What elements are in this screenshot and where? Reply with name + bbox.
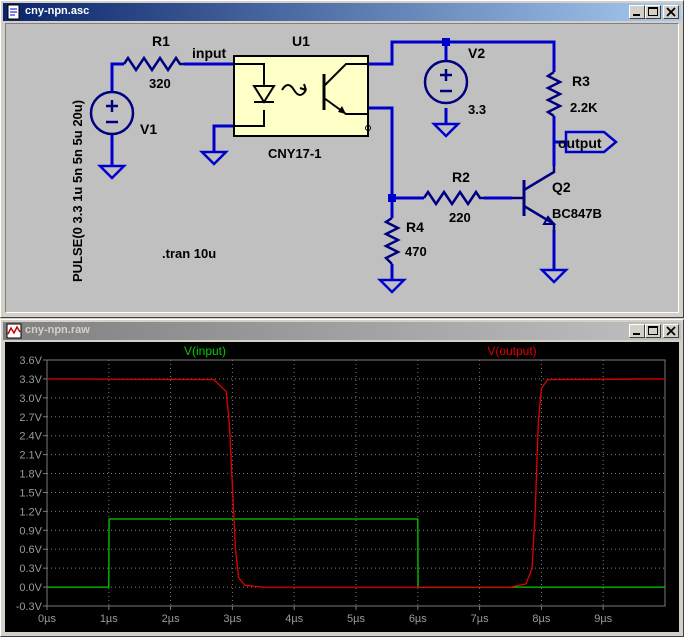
legend-layer: V(input) V(output) [184, 344, 537, 358]
schematic-titlebar[interactable]: cny-npn.asc [3, 3, 681, 21]
y-tick-label: -0.3V [16, 601, 43, 613]
y-tick-label: 3.3V [19, 374, 42, 386]
y-tick-label: 1.2V [19, 506, 42, 518]
y-tick-label: 2.1V [19, 450, 42, 462]
grid-layer [46, 359, 666, 607]
x-tick-label: 1µs [100, 613, 118, 625]
schematic-window[interactable]: cny-npn.asc [0, 0, 684, 318]
r1-value-label: 320 [149, 76, 171, 91]
v2-voltage-source[interactable] [423, 59, 469, 105]
y-tick-label: 1.8V [19, 469, 42, 481]
tick-layer: 3.6V 3.3V 3.0V 2.7V 2.4V 2.1V 1.8V 1.5V 1.2V 0.9V… [16, 355, 613, 625]
y-tick-label: 0.0V [19, 582, 42, 594]
maximize-icon [648, 7, 658, 16]
r3-value-label: 2.2K [570, 100, 598, 115]
plot-titlebar[interactable]: cny-npn.raw [3, 322, 681, 340]
plot-minimize-button[interactable] [629, 324, 645, 338]
plot-title: cny-npn.raw [25, 324, 90, 336]
r1-resistor[interactable] [122, 55, 184, 73]
x-tick-label: 8µs [532, 613, 550, 625]
v2-name-label: V2 [468, 45, 485, 61]
r2-resistor[interactable] [422, 189, 484, 207]
x-tick-label: 2µs [162, 613, 180, 625]
close-button[interactable] [663, 5, 679, 19]
x-tick-label: 4µs [285, 613, 303, 625]
plot-window[interactable]: cny-npn.raw 3.6V 3.3V 3.0V 2.7V 2.4V 2.1V 1.8V… [0, 319, 684, 637]
r3-resistor[interactable] [545, 70, 563, 118]
maximize-button[interactable] [645, 5, 661, 19]
x-tick-label: 5µs [347, 613, 365, 625]
x-tick-label: 3µs [223, 613, 241, 625]
waveform-icon [6, 323, 22, 339]
schematic-drawing: R1 320 input U1 CNY17-1 V1 PULSE(0 3.3 1… [70, 33, 618, 294]
v1-source-label: PULSE(0 3.3 1u 5n 5n 5u 20u) [70, 100, 85, 282]
q2-name-label: Q2 [552, 179, 571, 195]
maximize-icon [648, 326, 658, 335]
q2-transistor[interactable] [512, 166, 557, 230]
waveform-plot[interactable]: 3.6V 3.3V 3.0V 2.7V 2.4V 2.1V 1.8V 1.5V 1.2V 0.9V… [5, 342, 679, 632]
tran-directive[interactable]: .tran 10u [162, 246, 216, 261]
x-tick-label: 9µs [594, 613, 612, 625]
y-tick-label: 0.9V [19, 525, 42, 537]
minimize-icon [633, 333, 640, 335]
legend-label-1[interactable]: V(output) [487, 344, 536, 358]
plot-maximize-button[interactable] [645, 324, 661, 338]
r1-name-label: R1 [152, 33, 170, 49]
v2-value-label: 3.3 [468, 102, 486, 117]
close-icon [666, 7, 676, 17]
x-tick-label: 7µs [471, 613, 489, 625]
r4-resistor[interactable] [383, 216, 401, 265]
junction-dot [442, 38, 450, 46]
r3-name-label: R3 [572, 73, 590, 89]
legend-label-0[interactable]: V(input) [184, 344, 226, 358]
schematic-canvas[interactable]: R1 320 input U1 CNY17-1 V1 PULSE(0 3.3 1… [5, 23, 679, 313]
trace-layer [46, 378, 666, 588]
output-port-flag[interactable] [564, 130, 618, 154]
r2-value-label: 220 [449, 210, 471, 225]
y-tick-label: 1.5V [19, 487, 42, 499]
v1-name-label: V1 [140, 121, 157, 137]
schematic-doc-icon [7, 4, 20, 20]
junction-dot [388, 194, 396, 202]
y-tick-label: 0.6V [19, 544, 42, 556]
r2-name-label: R2 [452, 169, 470, 185]
plot-close-button[interactable] [663, 324, 679, 338]
minimize-icon [633, 14, 640, 16]
series-line-1[interactable] [46, 378, 666, 588]
u1-name-label: U1 [292, 33, 310, 49]
minimize-button[interactable] [629, 5, 645, 19]
y-tick-label: 2.7V [19, 412, 42, 424]
waveform-chart: 3.6V 3.3V 3.0V 2.7V 2.4V 2.1V 1.8V 1.5V 1.2V 0.9V… [16, 344, 666, 625]
r4-value-label: 470 [405, 244, 427, 259]
v1-voltage-source[interactable] [89, 90, 135, 136]
ground-symbols [96, 122, 570, 294]
x-tick-label: 0µs [38, 613, 56, 625]
y-tick-label: 3.6V [19, 355, 42, 367]
q2-part-label: BC847B [552, 206, 602, 221]
u1-optocoupler[interactable] [233, 55, 371, 137]
y-tick-label: 0.3V [19, 563, 42, 575]
y-tick-label: 3.0V [19, 393, 42, 405]
u1-part-label: CNY17-1 [268, 146, 321, 161]
close-icon [666, 326, 676, 336]
net-output-label: output [558, 135, 602, 151]
net-input-label: input [192, 45, 227, 61]
schematic-title: cny-npn.asc [25, 5, 90, 17]
wires [110, 40, 566, 280]
y-tick-label: 2.4V [19, 431, 42, 443]
x-tick-label: 6µs [409, 613, 427, 625]
r4-name-label: R4 [406, 219, 424, 235]
